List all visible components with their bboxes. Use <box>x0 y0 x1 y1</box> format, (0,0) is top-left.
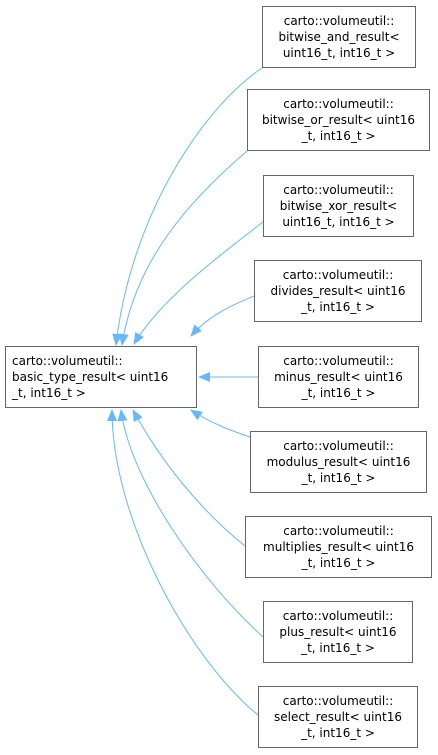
node-line: carto::volumeutil:: <box>283 524 394 538</box>
inheritance-arrow-1 <box>118 150 248 346</box>
base-class-node[interactable]: carto::volumeutil:: basic_type_result< u… <box>5 346 197 408</box>
inheritance-arrow-7 <box>117 409 264 638</box>
node-line: uint16_t, int16_t > <box>282 46 396 60</box>
node-line: _t, int16_t > <box>301 556 376 570</box>
node-line: carto::volumeutil:: <box>283 14 395 28</box>
node-line: _t, int16_t > <box>301 300 375 314</box>
node-line: carto::volumeutil:: <box>283 97 394 111</box>
node-line: carto::volumeutil:: <box>282 268 394 282</box>
inheritance-arrow-6 <box>132 409 246 547</box>
derived-class-node-divides[interactable]: carto::volumeutil:: divides_result< uint… <box>254 260 422 322</box>
node-line: modulus_result< uint16 <box>266 455 411 469</box>
base-class-line-3: _t, int16_t > <box>12 386 86 400</box>
node-line: multiplies_result< uint16 <box>263 540 414 554</box>
node-line: bitwise_and_result< <box>278 30 400 44</box>
node-line: _t, int16_t > <box>301 471 376 485</box>
derived-class-node-minus[interactable]: carto::volumeutil:: minus_result< uint16… <box>258 346 419 408</box>
derived-class-node-bitwise-and[interactable]: carto::volumeutil:: bitwise_and_result< … <box>262 6 416 68</box>
derived-class-node-modulus[interactable]: carto::volumeutil:: modulus_result< uint… <box>250 431 427 493</box>
node-line: _t, int16_t > <box>301 386 376 400</box>
node-line: carto::volumeutil:: <box>282 609 394 623</box>
node-line: uint16_t, int16_t > <box>282 215 395 229</box>
node-line: carto::volumeutil:: <box>283 183 394 197</box>
node-line: minus_result< uint16 <box>274 370 403 384</box>
node-line: _t, int16_t > <box>301 641 375 655</box>
node-line: divides_result< uint16 <box>270 284 406 298</box>
derived-class-node-multiplies[interactable]: carto::volumeutil:: multiplies_result< u… <box>245 516 432 578</box>
derived-class-node-bitwise-xor[interactable]: carto::volumeutil:: bitwise_xor_result< … <box>263 175 414 237</box>
node-line: _t, int16_t > <box>301 129 376 143</box>
node-line: carto::volumeutil:: <box>283 439 394 453</box>
inheritance-arrow-8 <box>107 409 259 716</box>
node-line: _t, int16_t > <box>301 726 375 740</box>
node-line: bitwise_xor_result< <box>279 199 398 213</box>
node-line: plus_result< uint16 <box>279 625 397 639</box>
derived-class-node-plus[interactable]: carto::volumeutil:: plus_result< uint16 … <box>263 601 413 663</box>
inheritance-arrow-5 <box>190 409 251 438</box>
node-line: bitwise_or_result< uint16 <box>261 113 416 127</box>
derived-class-node-select[interactable]: carto::volumeutil:: select_result< uint1… <box>258 686 418 748</box>
inheritance-arrow-2 <box>133 221 264 345</box>
node-line: select_result< uint16 <box>274 710 402 724</box>
node-line: carto::volumeutil:: <box>282 694 394 708</box>
derived-class-node-bitwise-or[interactable]: carto::volumeutil:: bitwise_or_result< u… <box>247 89 430 151</box>
inheritance-arrow-0 <box>112 67 263 346</box>
inheritance-arrow-3 <box>190 295 255 337</box>
base-class-line-2: basic_type_result< uint16 <box>12 370 169 384</box>
node-line: carto::volumeutil:: <box>283 354 394 368</box>
base-class-line-1: carto::volumeutil:: <box>12 354 123 368</box>
